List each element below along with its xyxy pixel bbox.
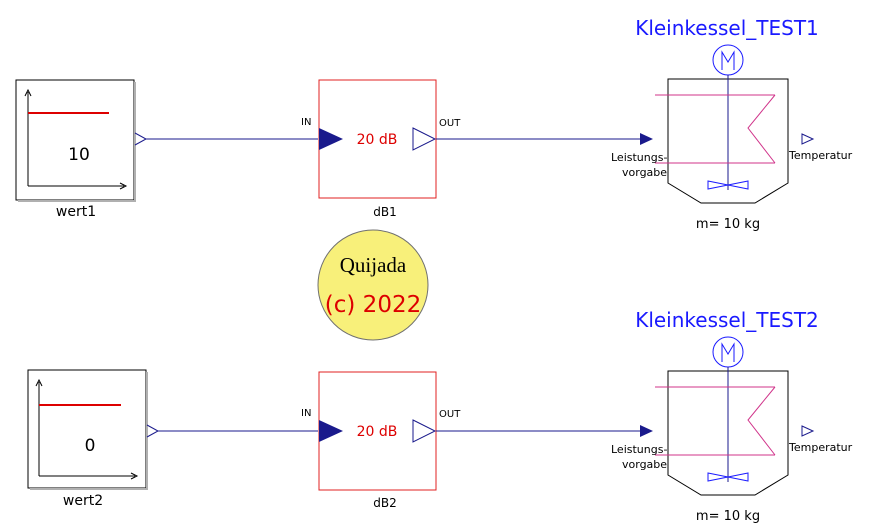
kettle-input-port[interactable] <box>640 133 653 145</box>
heater-coil-icon <box>655 386 776 456</box>
source-name: wert2 <box>63 493 103 509</box>
source-block-frame <box>15 79 135 201</box>
attenuator-in-label: IN <box>301 408 311 419</box>
kettle-input-port[interactable] <box>640 425 653 437</box>
source-y-axis-arrow <box>24 88 32 97</box>
stirrer-icon <box>707 472 749 482</box>
source-y-axis-arrow <box>35 378 43 387</box>
source-block-frame <box>27 369 147 489</box>
stamp-year: (c) 2022 <box>325 292 421 318</box>
row-2: 0 wert2 20 dB IN OUT dB2 Kleinkessel_TES… <box>27 308 853 524</box>
kettle-block-2[interactable]: Kleinkessel_TEST2 Leistungs- vorgabe Tem… <box>611 308 853 524</box>
attenuator-in-label: IN <box>301 117 311 128</box>
source-block-wert1[interactable]: 10 wert1 <box>15 79 136 220</box>
heater-coil-icon <box>655 94 776 164</box>
kettle-mass-label: m= 10 kg <box>696 509 760 524</box>
kettle-mass-label: m= 10 kg <box>696 217 760 232</box>
kettle-output-label: Temperatur <box>788 149 853 162</box>
kettle-output-port[interactable] <box>801 133 815 145</box>
kettle-output-port[interactable] <box>801 425 815 437</box>
source-block-shadow <box>146 372 148 490</box>
stamp-author: Quijada <box>340 253 407 277</box>
motor-icon <box>712 44 744 76</box>
kettle-input-label: vorgabe <box>622 458 667 471</box>
kettle-input-label: vorgabe <box>622 166 667 179</box>
kettle-block-1[interactable]: Kleinkessel_TEST1 Leistungs- vorgabe Tem… <box>611 16 853 232</box>
attenuator-block-dB2[interactable]: 20 dB IN OUT dB2 <box>301 371 461 510</box>
attenuator-value: 20 dB <box>357 424 398 440</box>
stamp-circle <box>317 229 429 341</box>
source-block-shadow <box>134 82 136 202</box>
source-value: 10 <box>68 145 90 165</box>
motor-icon <box>712 336 744 368</box>
attenuator-out-label: OUT <box>439 409 461 420</box>
stirrer-icon <box>707 180 749 190</box>
copyright-stamp: Quijada (c) 2022 <box>317 229 429 341</box>
kettle-title: Kleinkessel_TEST2 <box>635 308 819 332</box>
source-output-port[interactable] <box>146 424 160 438</box>
attenuator-name: dB2 <box>373 496 396 510</box>
attenuator-block-dB1[interactable]: 20 dB IN OUT dB1 <box>301 79 461 219</box>
attenuator-output-port[interactable] <box>412 127 437 151</box>
attenuator-output-port[interactable] <box>412 419 437 443</box>
source-value: 0 <box>85 436 96 456</box>
kettle-title: Kleinkessel_TEST1 <box>635 16 819 40</box>
source-name: wert1 <box>56 204 96 220</box>
kettle-input-label: Leistungs- <box>611 151 667 164</box>
attenuator-out-label: OUT <box>439 118 461 129</box>
source-block-shadow <box>30 488 148 490</box>
row-1: 10 wert1 20 dB IN OUT dB1 Kleinkessel_TE… <box>15 16 853 232</box>
source-x-axis-arrow <box>130 472 139 480</box>
source-block-wert2[interactable]: 0 wert2 <box>27 369 148 509</box>
attenuator-input-port[interactable] <box>319 420 343 442</box>
attenuator-value: 20 dB <box>357 132 398 148</box>
source-block-shadow <box>18 200 136 202</box>
attenuator-input-port[interactable] <box>319 128 343 150</box>
source-x-axis-arrow <box>119 182 128 190</box>
kettle-input-label: Leistungs- <box>611 443 667 456</box>
source-output-port[interactable] <box>134 132 148 146</box>
kettle-output-label: Temperatur <box>788 441 853 454</box>
attenuator-name: dB1 <box>373 205 396 219</box>
